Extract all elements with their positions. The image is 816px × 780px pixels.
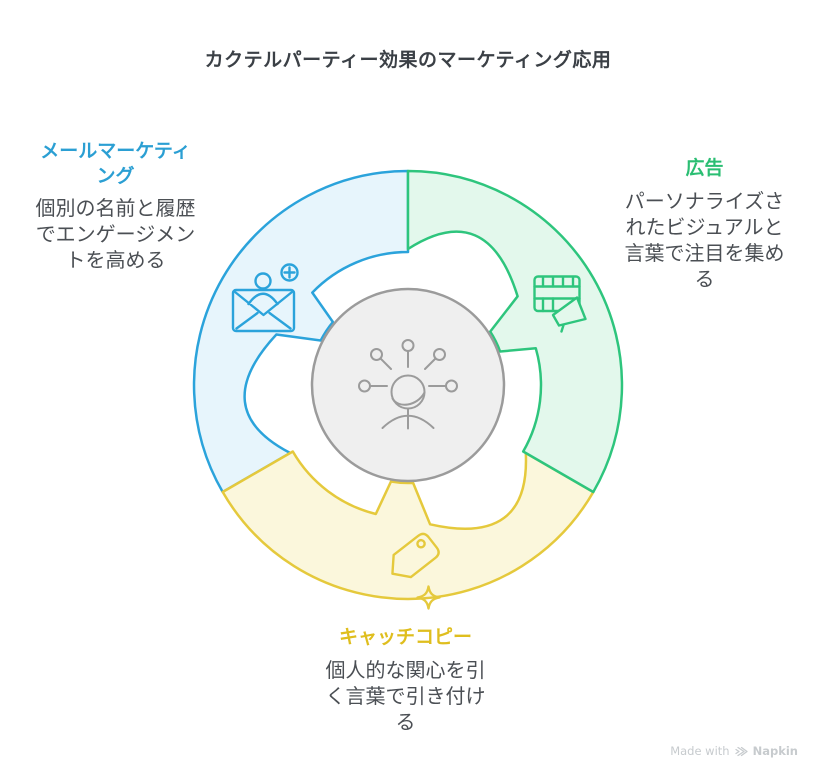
section-email-label: メールマーケティング: [40, 140, 191, 187]
page-title: カクテルパーティー効果のマーケティング応用: [204, 49, 612, 71]
section-email: メールマーケティング 個別の名前と履歴でエンゲージメントを高める: [33, 139, 198, 273]
section-copy-description: 個人的な関心を引く言葉で引き付ける: [325, 657, 486, 734]
watermark-prefix: Made with: [670, 744, 730, 758]
section-copy-label: キャッチコピー: [338, 626, 472, 648]
napkin-watermark[interactable]: Made with Napkin: [670, 744, 798, 758]
ring-segments: [192, 169, 624, 601]
section-ads-description: パーソナライズされたビジュアルと言葉で注目を集める: [624, 188, 785, 291]
attention-person-icon: [358, 339, 458, 430]
napkin-logo-icon: [734, 746, 748, 756]
price-tag-sparkle-icon: [391, 532, 441, 610]
center-circle: [310, 287, 506, 483]
email-add-person-icon: [231, 263, 299, 333]
section-email-description: 個別の名前と履歴でエンゲージメントを高める: [35, 196, 196, 273]
film-megaphone-icon: [533, 275, 587, 333]
section-ads-label: 広告: [685, 157, 724, 179]
ring-segment-ads: [406, 169, 624, 494]
watermark-brand: Napkin: [752, 744, 798, 758]
ring-segment-copy: [221, 450, 595, 601]
section-ads: 広告 パーソナライズされたビジュアルと言葉で注目を集める: [622, 156, 787, 292]
section-copy: キャッチコピー 個人的な関心を引く言葉で引き付ける: [323, 625, 488, 735]
